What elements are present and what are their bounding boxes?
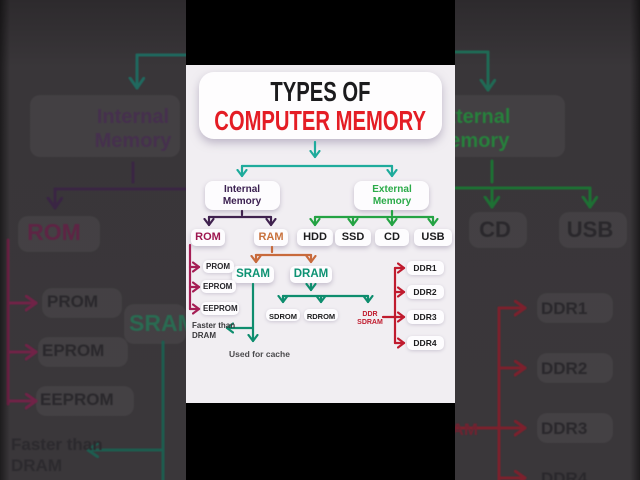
ghost-card [124, 304, 186, 344]
backdrop-ddr1-label: DDR1 [541, 299, 588, 318]
arrows-ram-split [256, 245, 311, 264]
rom-label: ROM [195, 231, 221, 243]
usb-card [414, 229, 452, 246]
rdrom-card [304, 309, 338, 321]
sdrom-card [266, 309, 300, 321]
backdrop-sram-label: SRAM [129, 310, 186, 336]
ddr1-label: DDR1 [413, 263, 437, 273]
eprom-card [201, 280, 236, 293]
ghost-card [30, 95, 180, 157]
arrows-title-split [242, 140, 392, 178]
arrows-external [315, 209, 433, 227]
backdrop-right-content: External Memory CD USB DDR1 DDR2 DDR3 DD… [455, 0, 640, 480]
backdrop-rom-label: ROM [27, 219, 81, 245]
memory-diagram-panel: TYPES OF COMPUTER MEMORY [186, 65, 455, 403]
ghost-card [455, 95, 565, 157]
video-center-column: TYPES OF COMPUTER MEMORY [186, 0, 455, 480]
ghost-card [559, 212, 627, 248]
hdd-label: HDD [303, 231, 327, 243]
ram-label: RAM [258, 231, 284, 243]
eeprom-card [201, 302, 239, 315]
arrows-sram-notes [225, 282, 253, 343]
backdrop-external-memory-label: External Memory [455, 106, 511, 152]
backdrop-eeprom-label: EEPROM [40, 390, 114, 409]
ghost-card [537, 413, 613, 443]
arrows-rom-bracket [188, 243, 201, 309]
title-line-1: TYPES OF [270, 75, 371, 108]
ssd-card [335, 229, 371, 246]
dram-card [290, 266, 332, 283]
title-card: TYPES OF COMPUTER MEMORY [199, 72, 442, 139]
eeprom-label: EEPROM [203, 304, 238, 313]
sram-note-faster: Faster than DRAM [192, 321, 236, 340]
title-line-2: COMPUTER MEMORY [214, 104, 427, 137]
eprom-label: EPROM [203, 282, 233, 291]
cd-card [375, 229, 409, 246]
backdrop-ddr2-label: DDR2 [541, 359, 588, 378]
arrows-ddr-bracket [381, 268, 406, 343]
rom-card [191, 229, 225, 246]
ghost-card [537, 293, 613, 323]
arrows-dram-split [283, 282, 368, 304]
ssd-label: SSD [341, 231, 365, 243]
ghost-card [36, 386, 134, 416]
ram-card [254, 229, 288, 246]
hdd-card [297, 229, 333, 246]
sram-label: SRAM [236, 268, 270, 280]
ddr4-label: DDR4 [413, 338, 437, 348]
backdrop-right-connectors [455, 50, 640, 480]
cd-label: CD [384, 231, 400, 243]
external-memory-card [354, 181, 429, 210]
prom-card [203, 260, 234, 273]
arrows-internal [209, 209, 271, 227]
backdrop-ddr-sdram-remnant: DDR SDRAM [455, 420, 478, 439]
sdrom-label: SDROM [269, 312, 297, 321]
backdrop-ddr3-label: DDR3 [541, 419, 588, 438]
sram-note-cache: Used for cache [229, 349, 290, 359]
ghost-card [537, 353, 613, 383]
backdrop-faster-note: Faster than DRAM [11, 435, 103, 475]
backdrop-eprom-label: EPROM [42, 341, 105, 360]
prom-label: PROM [206, 262, 230, 271]
backdrop-ddr4-label: DDR4 [541, 469, 588, 480]
backdrop-right: External Memory CD USB DDR1 DDR2 DDR3 DD… [455, 0, 640, 480]
dram-label: DRAM [293, 268, 329, 280]
diagram-connectors [188, 140, 455, 403]
ddr1-card [407, 261, 444, 275]
ddr2-card [407, 285, 444, 299]
usb-label: USB [421, 231, 445, 243]
rdrom-label: RDROM [306, 312, 336, 321]
backdrop-usb-label: USB [566, 217, 614, 242]
internal-memory-card [205, 181, 280, 210]
ddr3-card [407, 310, 444, 324]
backdrop-left-content: Internal Memory ROM PROM EPROM EEPROM SR… [0, 0, 186, 480]
backdrop-prom-label: PROM [47, 292, 98, 311]
ghost-card [469, 212, 527, 248]
ddr3-label: DDR3 [413, 312, 437, 322]
ghost-card [18, 216, 100, 252]
sram-card [232, 266, 274, 283]
ddr4-card [407, 336, 444, 350]
external-memory-label: External Memory [372, 184, 412, 207]
backdrop-cd-label: CD [479, 217, 511, 242]
ddr2-label: DDR2 [413, 287, 437, 297]
backdrop-internal-memory-label: Internal Memory [94, 106, 172, 152]
backdrop-left: Internal Memory ROM PROM EPROM EEPROM SR… [0, 0, 186, 480]
ddr-sdram-label: DDR SDRAM [357, 311, 383, 326]
ghost-card [42, 288, 122, 318]
internal-memory-label: Internal Memory [222, 184, 262, 207]
ghost-card [38, 337, 128, 367]
